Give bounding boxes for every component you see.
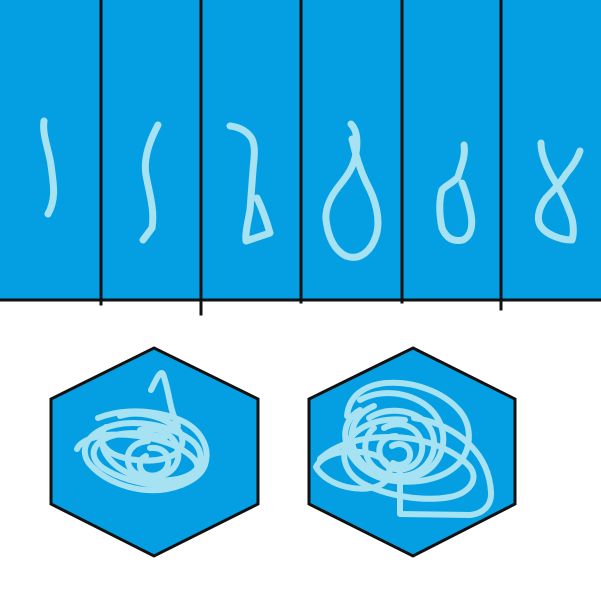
hexagon-left bbox=[49, 346, 260, 558]
hexagon-right-scribble bbox=[313, 379, 495, 518]
panel-6-scribble bbox=[534, 139, 584, 244]
right-tangle-5 bbox=[376, 421, 426, 473]
right-tangle-4 bbox=[362, 407, 438, 480]
panel-separators bbox=[99, 0, 503, 316]
panel-1-scribble bbox=[40, 117, 58, 218]
right-tangle-2 bbox=[342, 379, 472, 485]
panel-4-scribble bbox=[322, 120, 382, 261]
panel-5-scribble bbox=[436, 141, 476, 244]
right-tangle-3 bbox=[348, 390, 447, 482]
hexagon-left-scribble bbox=[74, 370, 210, 494]
panel-2-scribble bbox=[139, 121, 162, 244]
right-tangle-6 bbox=[389, 441, 414, 468]
right-left-lobe bbox=[313, 448, 393, 492]
panel-3-scribble bbox=[226, 122, 274, 245]
panel-scribbles bbox=[40, 117, 584, 261]
left-tangle-5 bbox=[136, 444, 172, 479]
left-tangle-3 bbox=[98, 410, 186, 464]
